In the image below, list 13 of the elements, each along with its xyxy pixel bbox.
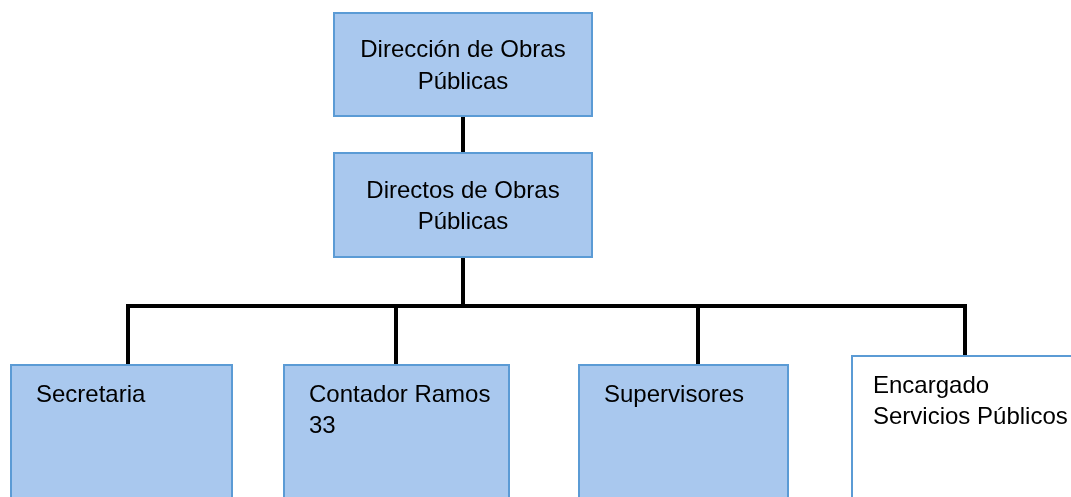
box-label: Secretaria [36,379,146,409]
org-box [10,364,233,497]
org-box [283,364,510,497]
org-box [333,12,593,117]
org-box [333,152,593,258]
box-label: Directos de Obras Públicas [365,174,561,236]
connector-line [461,117,465,152]
org-box [851,355,1071,497]
box-label: Supervisores [604,379,745,409]
box-label: Encargado Servicios Públicos [873,370,1069,432]
org-box [578,364,789,497]
box-label: Dirección de Obras Públicas [359,34,567,96]
box-label: Contador Ramos 33 [309,379,492,441]
